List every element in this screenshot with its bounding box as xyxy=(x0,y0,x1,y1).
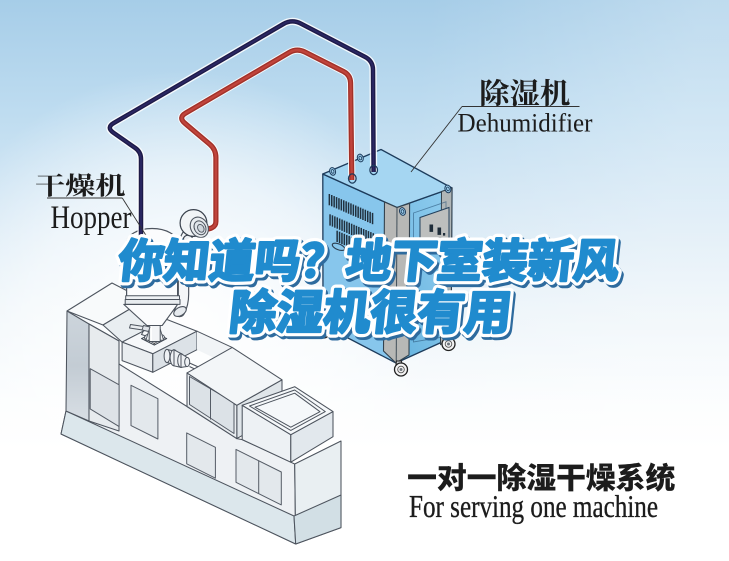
svg-text:For serving one machine: For serving one machine xyxy=(409,488,658,524)
svg-text:Dehumidifier: Dehumidifier xyxy=(458,108,593,138)
svg-text:Hopper: Hopper xyxy=(51,200,132,236)
